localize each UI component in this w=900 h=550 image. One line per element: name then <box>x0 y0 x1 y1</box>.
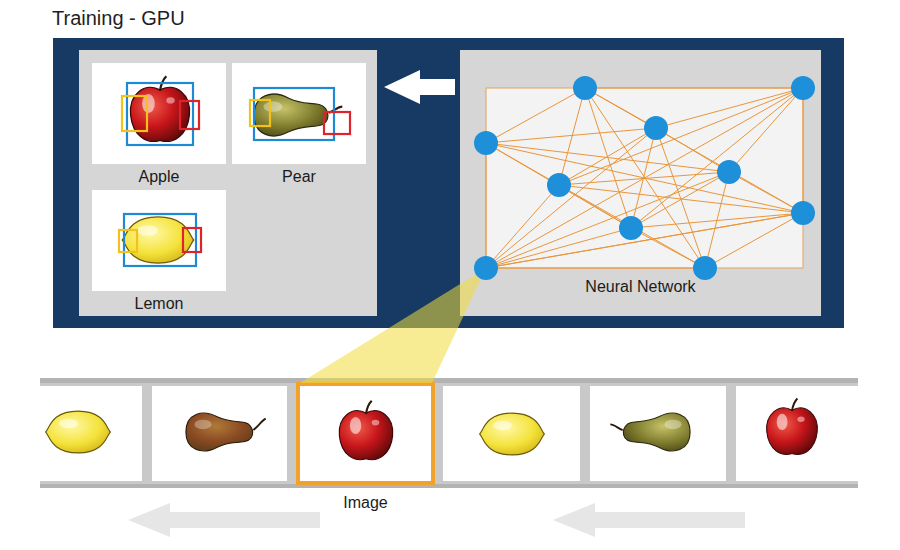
node-label: Neural Network <box>460 277 821 296</box>
node-label: Apple <box>92 167 226 186</box>
network-link <box>559 88 585 185</box>
node-label: Image <box>297 493 434 512</box>
network-link <box>585 88 803 89</box>
selected-frame <box>298 384 433 483</box>
network-link <box>486 213 803 268</box>
network-link <box>559 185 705 268</box>
network-link <box>631 228 705 268</box>
result-card: Lemon <box>92 190 226 315</box>
network-link <box>486 268 705 269</box>
results-panel <box>79 50 377 316</box>
network-link <box>559 185 631 228</box>
node-label: Pear <box>232 167 366 186</box>
motion-arrow <box>128 503 320 537</box>
gpu-panel <box>53 38 844 328</box>
network-link <box>656 88 803 128</box>
neuron <box>619 216 643 240</box>
network-link <box>705 172 729 268</box>
network-link <box>559 88 803 185</box>
network-link <box>585 88 705 268</box>
neuron <box>573 76 597 100</box>
network-link <box>486 143 803 213</box>
neuron <box>717 160 741 184</box>
network-panel: Neural Network <box>460 50 821 298</box>
network-link <box>585 88 803 213</box>
network-link <box>559 172 729 185</box>
network-link <box>631 88 803 228</box>
network-link <box>486 213 803 268</box>
network-link <box>486 228 631 268</box>
network-link <box>631 213 803 228</box>
node-label: Lemon <box>92 294 226 313</box>
neuron <box>693 256 717 280</box>
neuron <box>791 201 815 225</box>
network-link <box>729 172 803 213</box>
network-link <box>656 128 705 268</box>
network-link <box>486 88 585 143</box>
network-link <box>486 143 559 185</box>
network-link <box>803 88 804 213</box>
network-link <box>631 128 656 228</box>
result-card: Apple <box>92 63 226 188</box>
result-card: Pear <box>232 63 366 188</box>
network-panel <box>460 50 821 316</box>
network-link <box>585 88 631 228</box>
network-link <box>559 128 656 185</box>
network-link <box>585 88 656 128</box>
neuron <box>474 256 498 280</box>
network-link <box>486 185 559 268</box>
network-link <box>486 128 656 143</box>
network-link <box>729 88 803 172</box>
output-arrow <box>384 70 455 104</box>
neuron <box>644 116 668 140</box>
neuron <box>791 76 815 100</box>
network-link <box>486 88 803 268</box>
network-link <box>631 172 729 228</box>
result-cards <box>92 63 366 291</box>
image-cells <box>40 386 858 481</box>
network-link <box>486 143 729 172</box>
network-link <box>486 172 729 268</box>
neuron <box>474 131 498 155</box>
image-strip <box>40 378 858 488</box>
input-funnel <box>300 268 486 383</box>
network-link <box>486 128 656 268</box>
image-frame: Image <box>297 383 434 514</box>
neuron <box>547 173 571 197</box>
network-link <box>486 143 631 228</box>
motion-arrow <box>553 503 745 537</box>
diagram-title: Training - GPU <box>52 7 185 30</box>
network-link <box>559 185 803 213</box>
network-area <box>486 88 803 268</box>
network-link <box>705 213 803 268</box>
network-link <box>656 128 729 172</box>
network-link <box>486 143 487 268</box>
